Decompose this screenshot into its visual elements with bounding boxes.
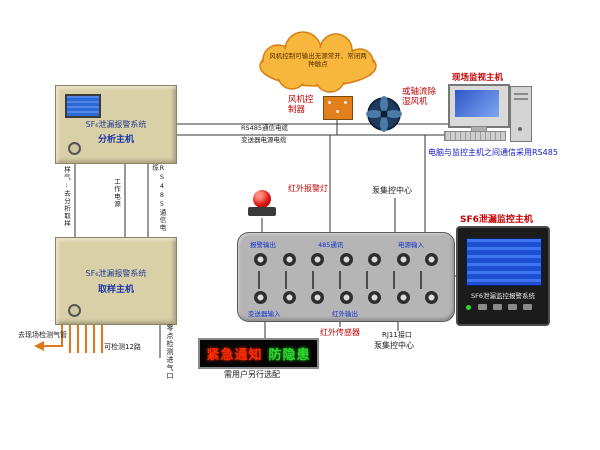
terminal-row-top bbox=[254, 253, 438, 266]
rj11-label: RJ11接口 bbox=[382, 331, 412, 339]
site-monitor-label: 现场监视主机 bbox=[452, 73, 504, 83]
board-label-transmitter-input: 变送器输入 bbox=[248, 310, 281, 318]
board-label-ir-output: 红外输出 bbox=[332, 310, 358, 318]
analysis-knob bbox=[68, 142, 81, 155]
led-message-board: 紧急通知 防隐患 bbox=[198, 338, 319, 369]
monitoring-host-title: SF6泄漏监控主机 bbox=[460, 215, 533, 225]
cloud-note: 风机控制可输出无源常开、常闭两种触点 bbox=[269, 52, 367, 69]
board-label-485-comm: 485通讯 bbox=[318, 241, 344, 249]
host-power-led bbox=[466, 305, 471, 310]
pc-communication-note: 电脑与监控主机之间通信采用RS485 bbox=[428, 148, 558, 157]
fan-controller-label: 风机控制器 bbox=[288, 95, 314, 115]
sampling-host-panel: SF₆泄漏报警系统 取样主机 bbox=[55, 237, 177, 325]
rs485-vertical-cable-label: RS485通信电缆 bbox=[150, 164, 166, 232]
axial-fan-icon bbox=[366, 96, 402, 132]
channels-label: 可检测12路 bbox=[104, 343, 141, 351]
terminal-screw-strip-top bbox=[258, 271, 434, 280]
zero-inlet-label: 零点检测进气口 bbox=[166, 324, 175, 380]
cloud-callout bbox=[259, 31, 377, 93]
analysis-host-system-label: SF₆泄漏报警系统 bbox=[85, 120, 147, 129]
sampling-knob bbox=[68, 304, 81, 317]
pump-center-bottom-label: 泵集控中心 bbox=[374, 341, 414, 350]
alarm-light-label: 红外报警灯 bbox=[288, 184, 328, 193]
transmitter-power-cable-label: 变送器电源电缆 bbox=[240, 136, 288, 145]
sampling-host-name: 取样主机 bbox=[97, 285, 134, 295]
gas-pipes bbox=[40, 323, 103, 353]
to-field-pipe-label: 去现场检测气管 bbox=[18, 331, 67, 339]
monitoring-host-panel: SF6泄漏监控报警系统 bbox=[456, 226, 550, 326]
pipe-arrowhead bbox=[34, 341, 44, 351]
board-label-power-input: 电源输入 bbox=[398, 241, 424, 249]
keyboard bbox=[444, 131, 506, 141]
led-red-text: 紧急通知 bbox=[206, 348, 263, 363]
analysis-host-panel: SF₆泄漏报警系统 分析主机 bbox=[55, 85, 177, 164]
alarm-beacon-icon bbox=[246, 190, 278, 218]
computer-tower bbox=[510, 86, 532, 142]
terminal-board: 报警输出 485通讯 电源输入 变送器输入 红外输出 bbox=[237, 232, 455, 322]
monitoring-host-caption: SF6泄漏监控报警系统 bbox=[470, 292, 535, 300]
sample-gas-cable-label: 样气:去分析取样 bbox=[62, 166, 71, 228]
analysis-host-name: 分析主机 bbox=[97, 135, 134, 145]
beacon-dome bbox=[253, 190, 271, 208]
work-power-cable-label: 工作电源 bbox=[112, 178, 121, 208]
pump-center-top-label: 泵集控中心 bbox=[372, 186, 412, 195]
board-label-alarm-output: 报警输出 bbox=[250, 241, 276, 249]
rs485-bus-cable-label: RS485通信电缆 bbox=[240, 124, 290, 133]
analysis-lcd-screen bbox=[65, 94, 101, 118]
led-green-text: 防隐患 bbox=[268, 348, 311, 363]
terminal-row-bottom bbox=[254, 291, 438, 304]
ir-sensor-label: 红外传感器 bbox=[320, 328, 360, 337]
sampling-host-system-label: SF₆泄漏报警系统 bbox=[85, 269, 147, 278]
beacon-base bbox=[248, 207, 276, 216]
terminal-screw-strip-bottom bbox=[258, 280, 434, 289]
host-buttons bbox=[478, 304, 532, 310]
crt-monitor bbox=[448, 84, 510, 128]
fan-controller-device bbox=[323, 96, 353, 120]
axial-fan-label: 或轴流除湿风机 bbox=[402, 87, 437, 107]
monitoring-host-screen bbox=[466, 238, 542, 286]
monitor-screen bbox=[455, 90, 499, 117]
led-note-label: 需用户另行选配 bbox=[224, 370, 280, 379]
